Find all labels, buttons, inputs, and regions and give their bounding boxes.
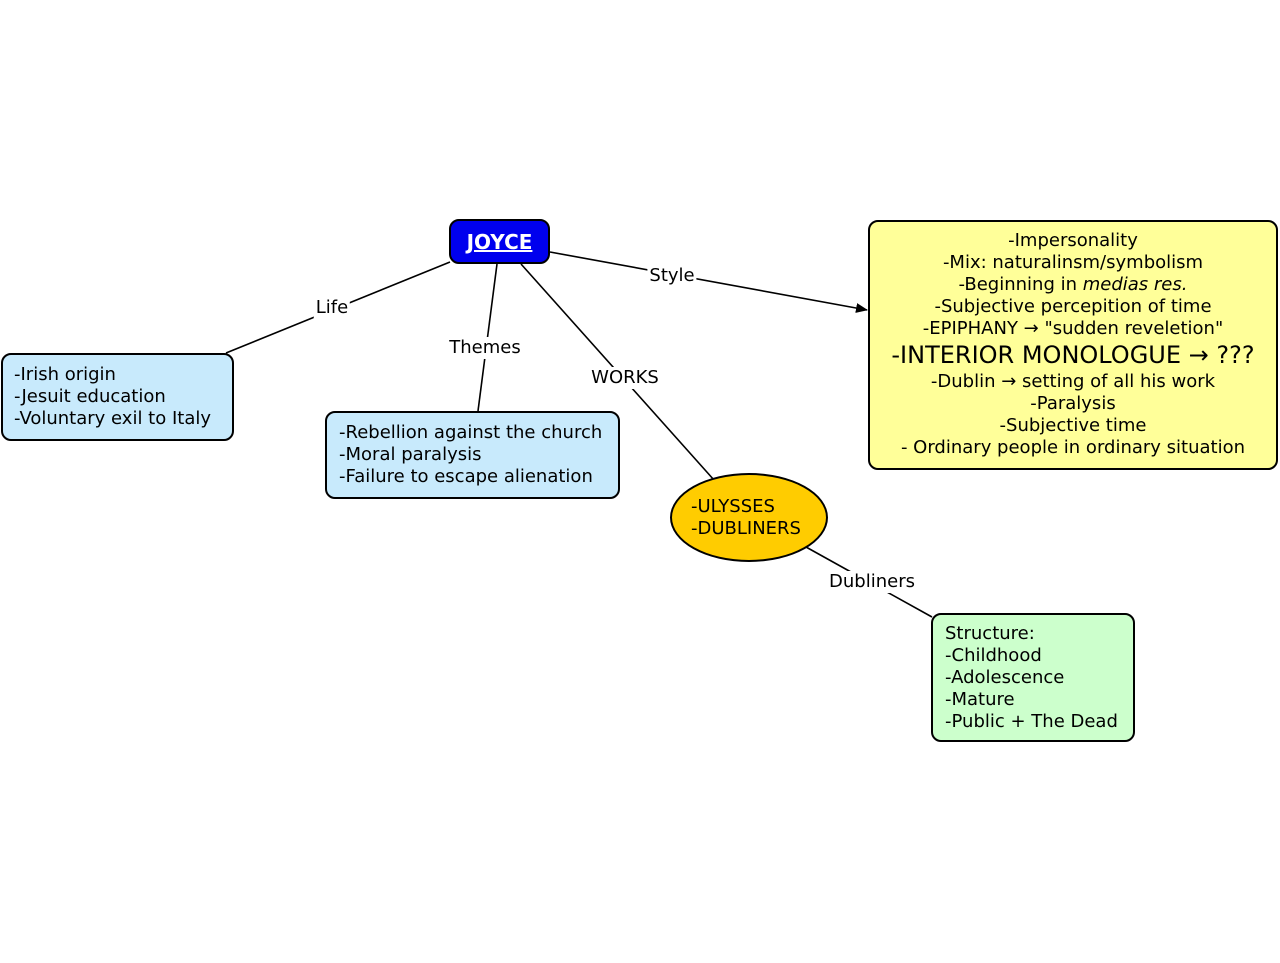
style-item-medias-res: -Beginning in medias res. [870,274,1276,296]
style-link-label: Style [647,265,697,287]
style-item: -Impersonality [1008,230,1138,251]
style-link [549,251,868,313]
life-node: -Irish origin -Jesuit education -Volunta… [1,353,234,441]
style-item: -Subjective percepition of time [934,296,1212,317]
style-item: -Paralysis [1030,393,1116,414]
life-item: -Voluntary exil to Italy [14,408,212,429]
dubliners-item: -Mature [945,689,1015,710]
joyce-link[interactable]: JOYCE [466,229,533,254]
joyce-root-node[interactable]: JOYCE [449,219,550,264]
themes-item: -Moral paralysis [339,444,482,465]
style-item: -Mix: naturalinsm/symbolism [942,252,1204,273]
themes-item: -Rebellion against the church [339,422,603,443]
life-item: -Irish origin [14,364,116,385]
style-item: -Dublin → setting of all his work [930,371,1216,392]
dubliners-item: -Childhood [945,645,1042,666]
style-item: -EPIPHANY → "sudden reveletion" [922,318,1224,339]
style-item: - Ordinary people in ordinary situation [900,437,1246,458]
works-item: -DUBLINERS [691,518,801,539]
style-item: -Subjective time [999,415,1147,436]
works-link-label: WORKS [589,367,661,389]
style-item-interior-monologue: -INTERIOR MONOLOGUE → ??? [891,341,1255,369]
works-node: -ULYSSES -DUBLINERS [670,473,828,562]
dubliners-item: -Public + The Dead [945,711,1118,732]
dubliners-item: Structure: [945,623,1035,644]
dubliners-node: Structure: -Childhood -Adolescence -Matu… [931,613,1135,742]
dubliners-link-label: Dubliners [827,571,917,593]
life-link-label: Life [313,297,351,319]
dubliners-item: -Adolescence [945,667,1065,688]
themes-item: -Failure to escape alienation [339,466,593,487]
style-item-prefix: -Beginning in [958,274,1083,295]
style-node: -Impersonality -Mix: naturalinsm/symboli… [868,220,1278,470]
style-item-italic: medias res. [1082,274,1188,295]
themes-node: -Rebellion against the church -Moral par… [325,411,620,499]
works-item: -ULYSSES [691,496,775,517]
themes-link-label: Themes [447,337,523,359]
life-item: -Jesuit education [14,386,166,407]
